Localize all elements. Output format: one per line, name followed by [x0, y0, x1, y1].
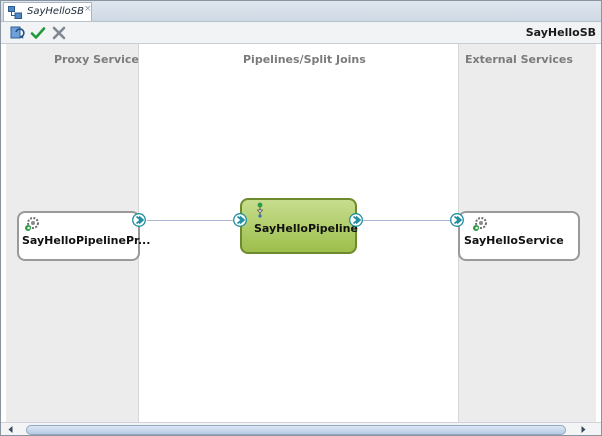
editor-tabstrip: SayHelloSB × [1, 1, 601, 22]
scroll-thumb[interactable] [26, 425, 566, 435]
business-service-gear-icon [473, 217, 487, 231]
pipelines-title: Pipelines/Split Joins [243, 53, 366, 66]
proxy-service-label: SayHelloPipelinePr... [22, 234, 151, 247]
tab-sayhellosb[interactable]: SayHelloSB × [3, 2, 92, 21]
business-service-node[interactable]: SayHelloService [458, 211, 580, 261]
editor-toolbar: SayHelloSB [1, 22, 601, 44]
pipeline-output-port-icon[interactable] [349, 213, 363, 227]
horizontal-scrollbar[interactable] [1, 422, 601, 435]
service-input-port-icon[interactable] [450, 213, 464, 227]
proxy-service-node[interactable]: SayHelloPipelinePr... [17, 211, 150, 261]
service-bus-project-icon [8, 6, 22, 19]
external-services-title: External Services [465, 53, 573, 66]
pipeline-input-port-icon[interactable] [233, 213, 247, 227]
proxy-services-title: Proxy Services [54, 53, 146, 66]
refresh-icon[interactable] [10, 25, 26, 41]
pipeline-node[interactable]: SayHelloPipeline [240, 198, 358, 254]
composite-title: SayHelloSB [525, 26, 596, 39]
scroll-left-arrow-icon[interactable] [5, 424, 16, 435]
validate-checkmark-icon[interactable] [30, 25, 46, 41]
tab-close-icon[interactable]: × [84, 4, 92, 14]
business-service-label: SayHelloService [464, 234, 564, 247]
pipeline-flow-icon [256, 202, 264, 218]
proxy-to-pipeline-wire[interactable] [147, 220, 233, 221]
pipeline-to-service-wire[interactable] [363, 220, 451, 221]
overview-canvas: Proxy Services Pipelines/Split Joins Ext… [1, 44, 601, 422]
delete-x-icon[interactable] [51, 25, 67, 41]
proxy-service-gear-icon [25, 217, 39, 231]
tab-label: SayHelloSB [27, 6, 84, 17]
scroll-right-arrow-icon[interactable] [578, 424, 589, 435]
proxy-output-port-icon[interactable] [132, 213, 146, 227]
pipeline-label: SayHelloPipeline [254, 222, 358, 235]
